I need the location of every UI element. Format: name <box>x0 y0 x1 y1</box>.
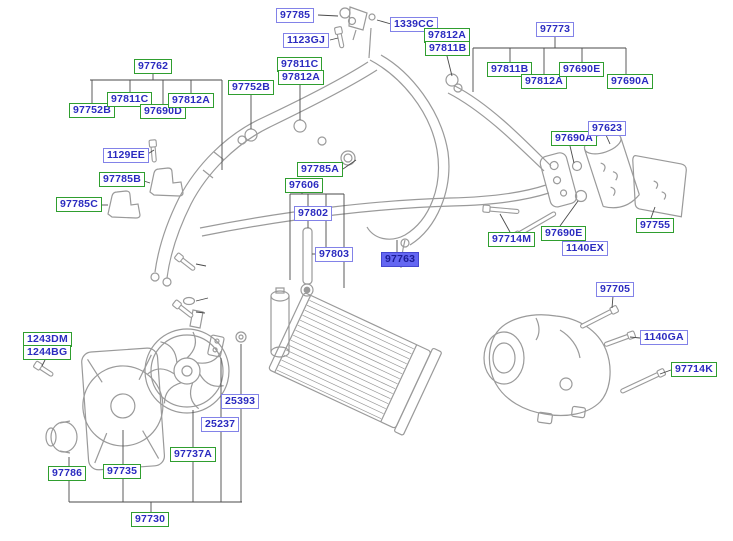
part-label-97606[interactable]: 97606 <box>285 178 324 193</box>
part-label-97785A[interactable]: 97785A <box>297 162 343 177</box>
o-ring-97690a <box>571 160 583 172</box>
part-label-97811B[interactable]: 97811B <box>425 41 471 56</box>
clip-25237 <box>207 334 225 358</box>
part-label-97714M[interactable]: 97714M <box>488 232 536 247</box>
part-label-97786[interactable]: 97786 <box>48 466 87 481</box>
bolt-1140ga <box>603 330 636 347</box>
mount-plate-97755 <box>632 155 687 218</box>
compressor <box>483 314 611 425</box>
part-label-97705[interactable]: 97705 <box>596 282 635 297</box>
manifold-block <box>539 152 578 208</box>
bolt-97714k <box>620 368 666 394</box>
part-label-1129EE[interactable]: 1129EE <box>103 148 149 163</box>
part-label-97623[interactable]: 97623 <box>588 121 627 136</box>
part-label-97730[interactable]: 97730 <box>131 512 170 527</box>
washer-97690d <box>182 296 196 306</box>
part-label-97812A[interactable]: 97812A <box>168 93 214 108</box>
part-label-97690A[interactable]: 97690A <box>551 131 597 146</box>
bolt-1123gj <box>334 26 345 49</box>
part-label-97735[interactable]: 97735 <box>103 464 142 479</box>
fan-blades <box>147 331 224 410</box>
cooling-fan-assembly <box>45 328 247 471</box>
part-label-97812A[interactable]: 97812A <box>278 70 324 85</box>
part-label-25393[interactable]: 25393 <box>221 394 260 409</box>
part-label-1140EX[interactable]: 1140EX <box>562 241 608 256</box>
bolt-97705 <box>580 305 619 329</box>
part-label-97690E[interactable]: 97690E <box>559 62 605 77</box>
hose-brackets <box>107 167 204 329</box>
part-label-97811C[interactable]: 97811C <box>107 92 153 107</box>
part-label-97785B[interactable]: 97785B <box>99 172 145 187</box>
pressure-switch-part <box>339 6 368 41</box>
condenser <box>268 227 442 436</box>
part-label-97690E[interactable]: 97690E <box>541 226 587 241</box>
connector-lines <box>41 14 672 512</box>
part-label-97785C[interactable]: 97785C <box>56 197 102 212</box>
bolt-97714m <box>482 204 520 214</box>
part-label-97755[interactable]: 97755 <box>636 218 675 233</box>
part-label-97785[interactable]: 97785 <box>276 8 315 23</box>
bolt-1129ee <box>148 139 157 163</box>
bracket-97785c <box>107 190 141 219</box>
fan-motor <box>50 421 78 453</box>
bolt-1129aj-2 <box>172 299 194 318</box>
bracket-97785b <box>149 167 184 197</box>
part-label-97762[interactable]: 97762 <box>134 59 173 74</box>
bolt-1243dm <box>33 360 54 377</box>
o-ring-97690e <box>574 189 588 203</box>
part-label-97763-highlighted[interactable]: 97763 <box>381 252 420 267</box>
part-label-1243DM[interactable]: 1243DM <box>23 332 72 347</box>
part-label-97690A[interactable]: 97690A <box>607 74 653 89</box>
part-label-97802[interactable]: 97802 <box>294 206 333 221</box>
part-label-97752B[interactable]: 97752B <box>228 80 274 95</box>
part-label-97773[interactable]: 97773 <box>536 22 575 37</box>
part-label-97811B[interactable]: 97811B <box>487 62 533 77</box>
part-label-97737A[interactable]: 97737A <box>170 447 216 462</box>
part-label-1140GA[interactable]: 1140GA <box>640 330 688 345</box>
part-label-1244BG[interactable]: 1244BG <box>23 345 72 360</box>
part-label-97811C[interactable]: 97811C <box>277 57 323 72</box>
bolt-1129aj-1 <box>174 252 196 271</box>
part-label-97812A[interactable]: 97812A <box>521 74 567 89</box>
part-label-97752B[interactable]: 97752B <box>69 103 115 118</box>
part-label-1123GJ[interactable]: 1123GJ <box>283 33 329 48</box>
part-label-97714K[interactable]: 97714K <box>671 362 717 377</box>
part-label-97803[interactable]: 97803 <box>315 247 354 262</box>
part-label-25237[interactable]: 25237 <box>201 417 240 432</box>
grommet-25393 <box>235 331 247 343</box>
